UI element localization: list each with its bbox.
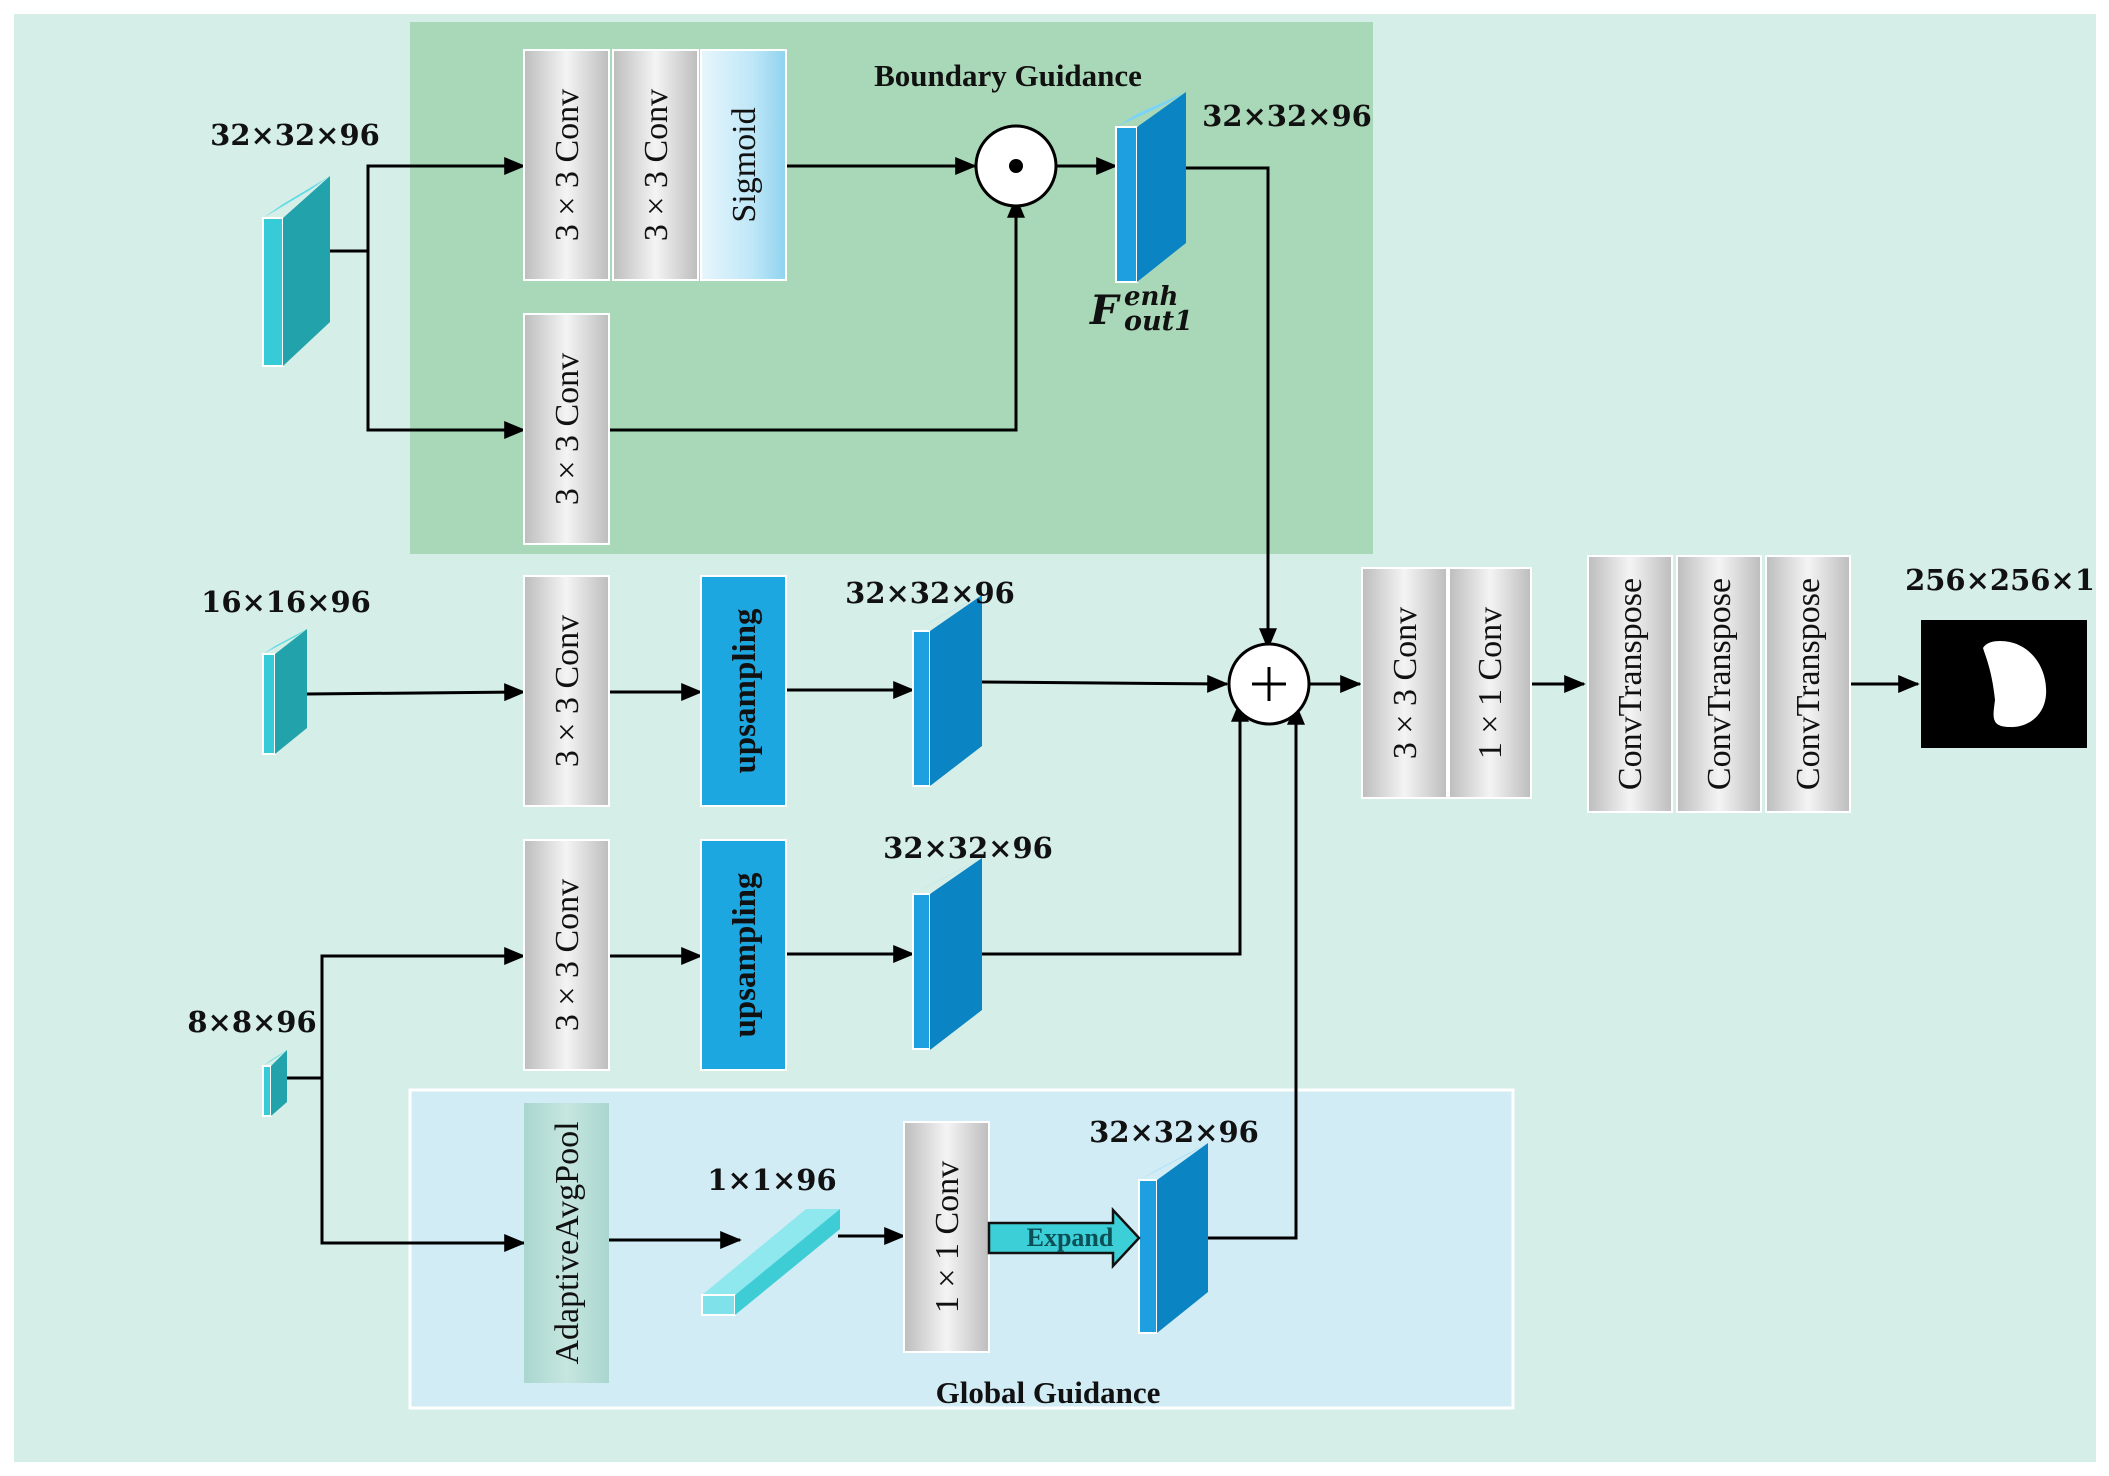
conv-label: 3 × 3 Conv [549,353,586,505]
conv-block: 3 × 3 Conv [523,49,610,281]
conv-block: 3 × 3 Conv [612,49,699,281]
expand-arrow: Expand [987,1206,1141,1270]
expand-label: Expand [1027,1223,1114,1252]
f-subscript: out1 [1124,306,1193,337]
conv-block: 1 × 1 Conv [903,1121,990,1353]
upsampled-1-dimension: 32×32×96 [845,576,1015,610]
f-out1-dimension: 32×32×96 [1202,99,1372,133]
conv-transpose-label: ConvTranspose [1612,578,1649,790]
conv-label: 1 × 1 Conv [1472,607,1509,759]
arrow-expand-to-add [1208,703,1305,1240]
conv-transpose-block: ConvTranspose [1587,555,1673,813]
conv-label: 3 × 3 Conv [549,615,586,767]
f-symbol: F [1089,287,1121,334]
upsampling-block: upsampling [700,575,787,807]
boundary-guidance-title: Boundary Guidance [874,58,1142,93]
conv-block: 3 × 3 Conv [523,575,610,807]
conv-block: 3 × 3 Conv [523,313,610,545]
input-32-dimension: 32×32×96 [210,118,380,152]
arrow-in2-to-conv [306,683,526,702]
conv-label: 1 × 1 Conv [929,1161,966,1313]
input-feature-8 [262,1050,287,1117]
f-out1-feature [1115,92,1186,283]
adaptive-avg-pool-label: AdaptiveAvgPool [549,1121,586,1364]
upsampled-2-dimension: 32×32×96 [883,831,1053,865]
input-feature-32 [262,176,330,367]
output-dimension: 256×256×1 [1905,563,2095,597]
adaptive-avg-pool-block: AdaptiveAvgPool [524,1103,609,1383]
upsampling-block: upsampling [700,839,787,1071]
upsampled-feature-2 [912,858,982,1050]
f-out1-enh-label: F enh out1 [1089,282,1193,337]
input-feature-16 [262,629,307,755]
upsampling-label: upsampling [727,608,763,774]
arrow-in3-to-pool [320,1078,526,1252]
input-8-dimension: 8×8×96 [187,1005,316,1039]
sigmoid-label: Sigmoid [726,107,763,222]
conv-transpose-block: ConvTranspose [1676,555,1762,813]
arrow-in1-to-conv-c [366,251,526,439]
conv-transpose-label: ConvTranspose [1790,578,1827,790]
multiply-operator [974,124,1058,208]
add-operator [1227,642,1311,726]
upsampled-feature-1 [912,595,982,787]
global-guidance-title: Global Guidance [936,1375,1161,1410]
conv-block: 3 × 3 Conv [1361,567,1448,799]
conv-block: 3 × 3 Conv [523,839,610,1071]
expanded-feature [1138,1143,1208,1334]
arrow-conv-c-to-mult [609,196,1025,432]
sigmoid-block: Sigmoid [700,49,787,281]
pooled-dimension: 1×1×96 [707,1163,836,1197]
connections [287,157,1920,1252]
arrow-in3-to-conv [320,947,526,1078]
conv-label: 3 × 3 Conv [1387,607,1424,759]
conv-transpose-block: ConvTranspose [1765,555,1851,813]
pooled-vector [701,1209,840,1316]
conv-block: 1 × 1 Conv [1448,567,1532,799]
expanded-dimension: 32×32×96 [1089,1115,1259,1149]
input-16-dimension: 16×16×96 [201,585,371,619]
output-mask-image [1921,620,2087,748]
conv-label: 3 × 3 Conv [549,879,586,1031]
upsampling-label: upsampling [727,872,763,1038]
f-superscript: enh [1124,282,1178,312]
arrow-feature-to-add [981,674,1229,693]
conv-label: 3 × 3 Conv [549,89,586,241]
arrow-feature2-to-add [982,700,1249,956]
arrow-in1-to-conv [366,157,526,251]
conv-transpose-label: ConvTranspose [1701,578,1738,790]
conv-label: 3 × 3 Conv [638,89,675,241]
arrow-fout-to-add [1186,166,1277,650]
